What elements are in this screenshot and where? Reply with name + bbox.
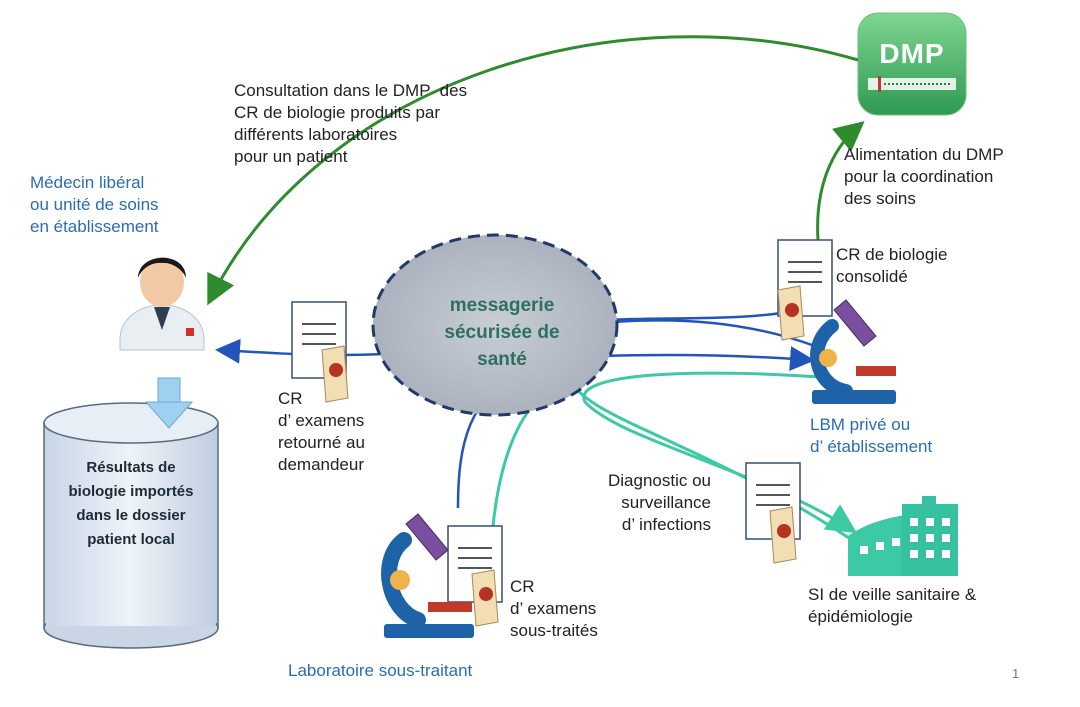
resultats-label: Résultats de biologie importés dans le d…: [68, 459, 194, 548]
si-veille-label: SI de veille sanitaire & épidémiologie: [808, 585, 977, 626]
dmp-icon: [857, 12, 967, 116]
lbm-label: LBM privé ou d’ établissement: [810, 415, 933, 456]
microscope-icon: [381, 513, 474, 638]
document-icon: [745, 462, 801, 564]
cr-sous-traites-label: CR d’ examens sous-traités: [510, 577, 598, 640]
down-arrow-icon: [144, 377, 194, 429]
alimentation-label: Alimentation du DMP pour la coordination…: [844, 145, 1004, 208]
cr-consolide-label: CR de biologie consolidé: [836, 245, 948, 286]
document-icon: [777, 239, 833, 341]
database-cylinder: [43, 402, 219, 649]
labo-sous-traitant-label: Laboratoire sous-traitant: [288, 661, 473, 680]
doctor-avatar-icon: [119, 257, 205, 351]
page-number: 1: [1012, 666, 1020, 681]
consultation-label: Consultation dans le DMP des CR de biolo…: [234, 81, 468, 166]
document-icon: [447, 525, 503, 627]
microscope-icon: [810, 299, 896, 404]
messagerie-hub: [371, 233, 619, 417]
medecin-label: Médecin libéral ou unité de soins en éta…: [30, 173, 159, 236]
consultation-arrow: [207, 35, 859, 306]
dmp-logo-text: DMP: [879, 38, 945, 69]
hospital-icon: [848, 496, 958, 576]
document-icon: [291, 301, 349, 403]
cr-retourne-label: CR d’ examens retourné au demandeur: [278, 389, 365, 474]
messagerie-label: messagerie sécurisée de santé: [444, 295, 560, 370]
alimentation-arrow: [816, 121, 865, 241]
diagnostic-label: Diagnostic ou surveillance d’ infections: [608, 471, 712, 534]
